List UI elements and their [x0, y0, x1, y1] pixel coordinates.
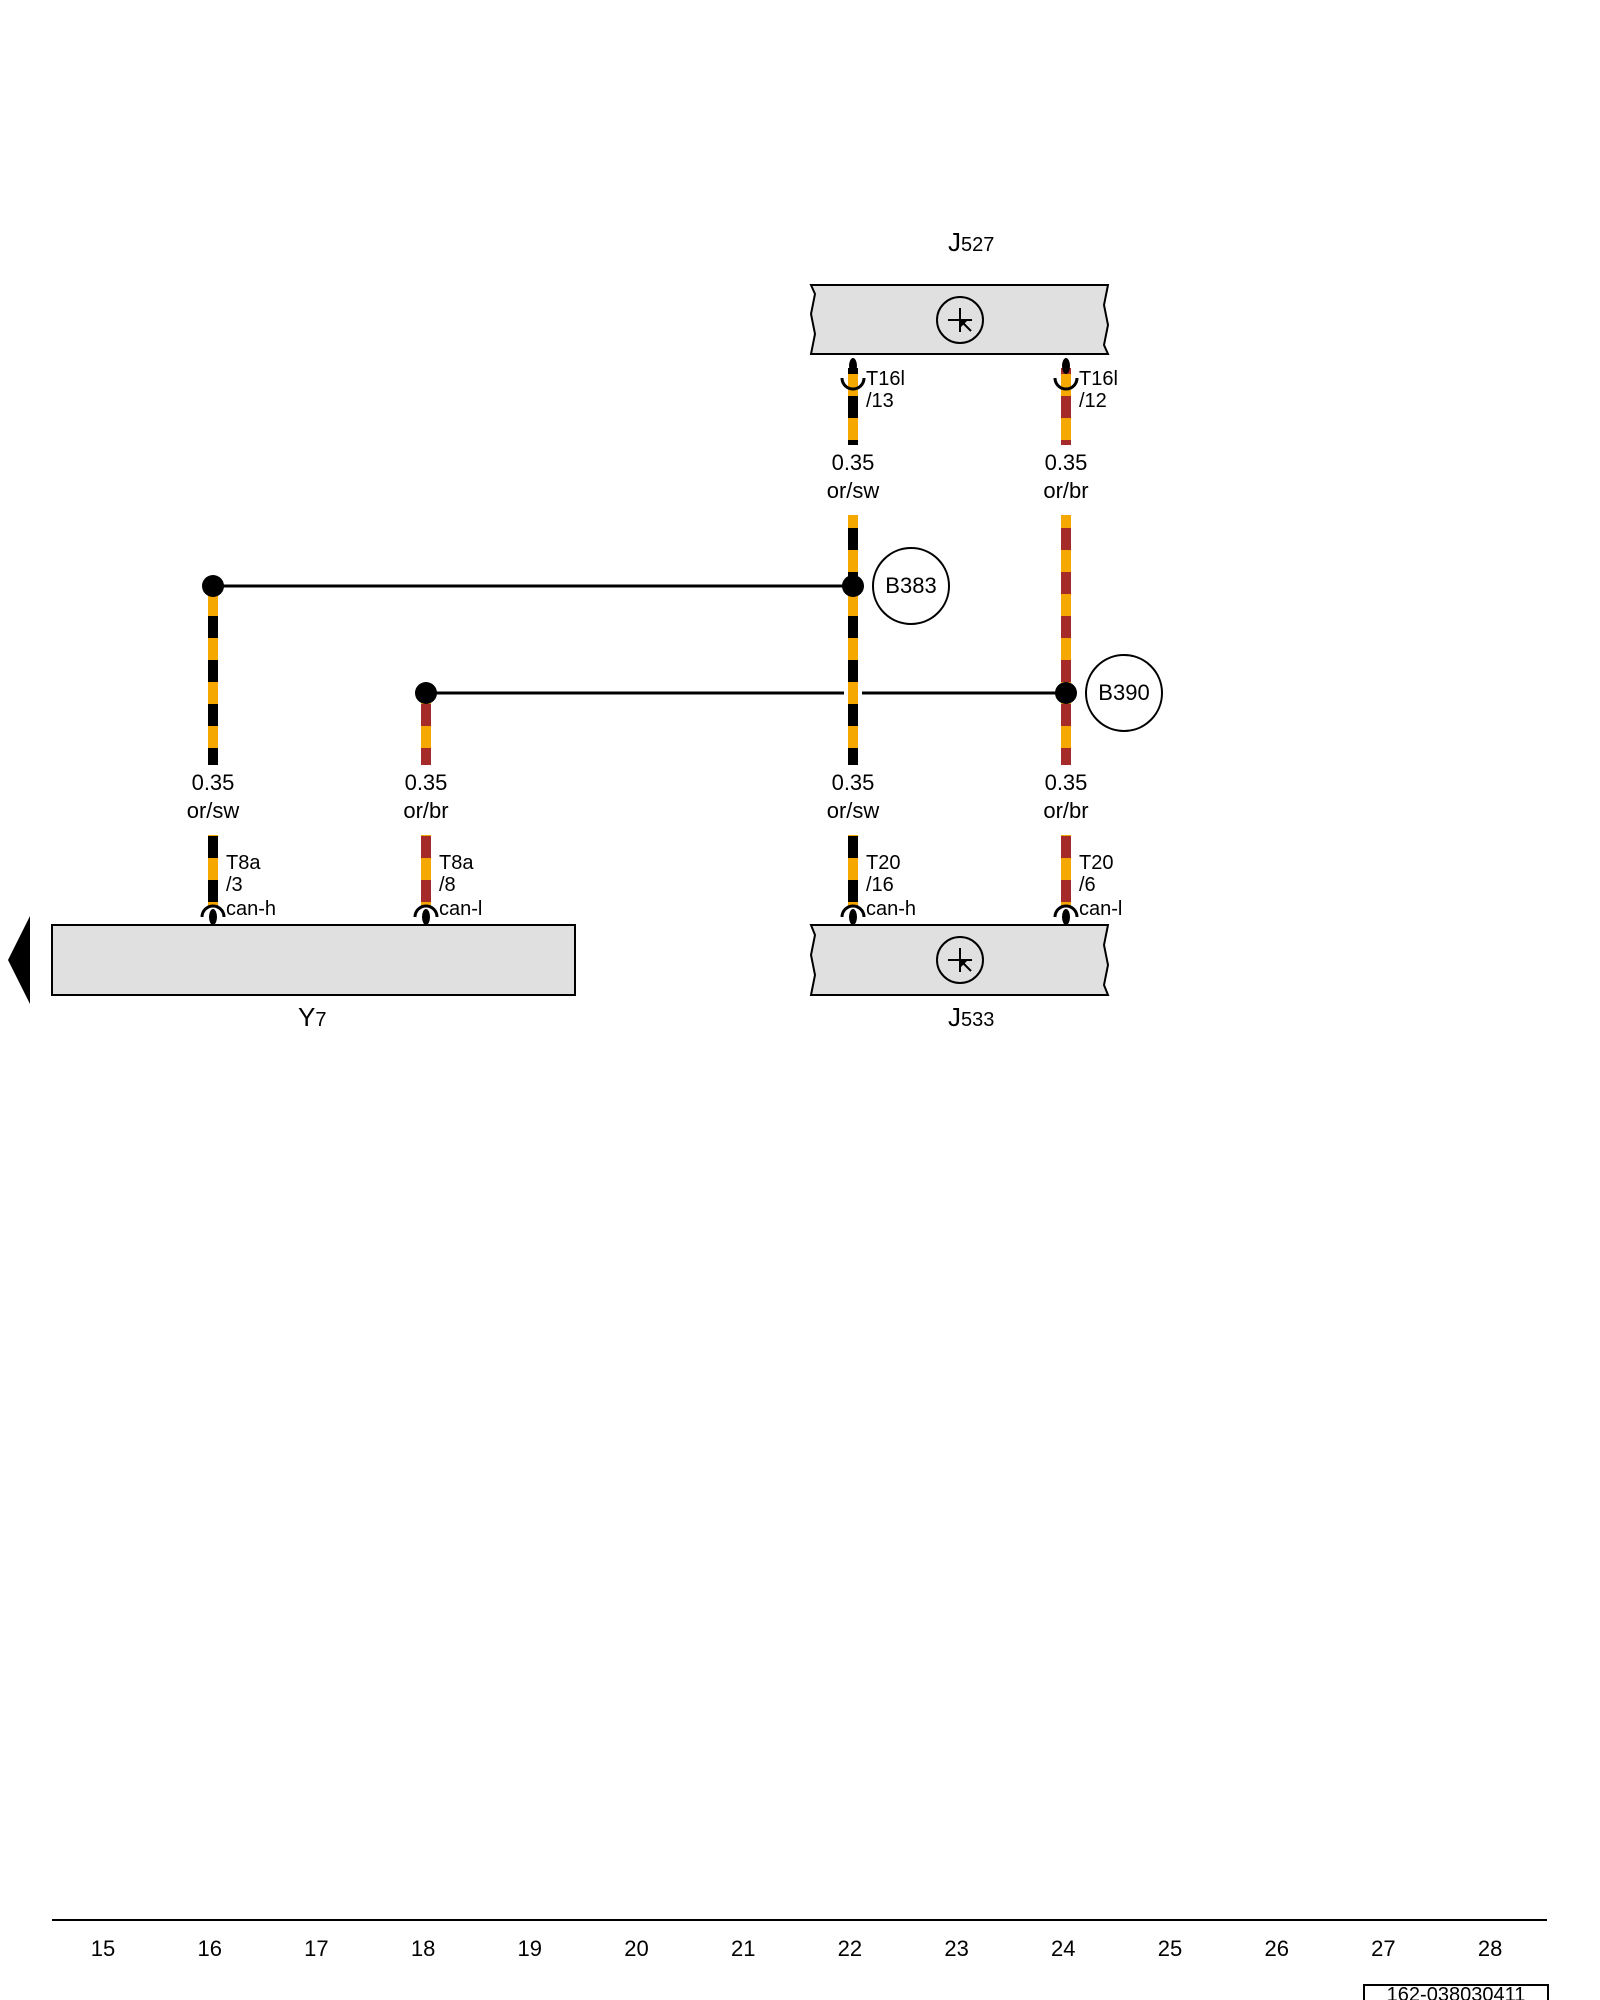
continuation-arrow-icon	[8, 916, 30, 1004]
connector-terminals	[200, 377, 1079, 918]
pin-label-j533-16: T20 /16 can-h	[866, 852, 916, 920]
grid-number: 15	[91, 1936, 115, 1961]
pin-label-j533-6: T20 /6 can-l	[1079, 852, 1122, 920]
connector-terminal-icon	[200, 904, 226, 918]
wire-stub-y7-3	[208, 835, 218, 907]
splice-dot	[842, 575, 864, 597]
grid-number: 25	[1158, 1936, 1182, 1961]
grid-number: 18	[411, 1936, 435, 1961]
wire-label-bottom-1: 0.35 or/sw	[187, 770, 240, 823]
grid-number: 27	[1371, 1936, 1395, 1961]
svg-text:T20: T20	[866, 852, 900, 874]
wire-stub-j533-6	[1061, 835, 1071, 907]
splice-dot	[202, 575, 224, 597]
svg-text:0.35: 0.35	[1045, 770, 1088, 795]
doc-id-box: 162-038030411	[1363, 1984, 1549, 2000]
splice-label: B383	[885, 573, 936, 598]
svg-text:T16l: T16l	[1079, 368, 1118, 390]
control-unit-icon	[936, 936, 984, 984]
connector-terminal-icon	[840, 377, 866, 391]
svg-text:/8: /8	[439, 874, 456, 896]
svg-text:or/sw: or/sw	[187, 798, 240, 823]
component-y7: Y7	[8, 916, 576, 1032]
control-unit-icon	[936, 296, 984, 344]
grid-number: 26	[1264, 1936, 1288, 1961]
wire-label-top-or-sw: 0.35 or/sw	[827, 450, 880, 503]
connector-terminal-icon	[1053, 904, 1079, 918]
wire-stub-j527-13	[848, 368, 858, 445]
component-j533: J533	[809, 924, 1110, 1032]
wire-or-br-main	[1061, 515, 1071, 765]
component-label-j533: J533	[948, 1002, 994, 1032]
svg-text:T16l: T16l	[866, 368, 905, 390]
wire-or-br-left	[421, 693, 431, 765]
connector-terminal-icon	[1053, 377, 1079, 391]
grid-numbers: 15 16 17 18 19 20 21 22 23 24 25 26 27 28	[91, 1936, 1503, 1961]
svg-text:0.35: 0.35	[832, 450, 875, 475]
svg-text:/12: /12	[1079, 390, 1107, 412]
component-label-j527: J527	[948, 227, 994, 257]
splice-b390: B390	[1085, 654, 1163, 732]
svg-text:can-h: can-h	[226, 898, 276, 920]
svg-text:0.35: 0.35	[192, 770, 235, 795]
wire-label-bottom-2: 0.35 or/br	[403, 770, 448, 823]
splice-dot	[415, 682, 437, 704]
grid-number: 19	[518, 1936, 542, 1961]
pin-label-j527-13: T16l /13	[866, 368, 905, 412]
svg-text:0.35: 0.35	[1045, 450, 1088, 475]
svg-text:can-h: can-h	[866, 898, 916, 920]
svg-text:/13: /13	[866, 390, 894, 412]
svg-text:0.35: 0.35	[405, 770, 448, 795]
grid-number: 20	[624, 1936, 648, 1961]
wire-stub-y7-8	[421, 835, 431, 907]
wire-label-top-or-br: 0.35 or/br	[1043, 450, 1088, 503]
wire-label-bottom-4: 0.35 or/br	[1043, 770, 1088, 823]
svg-text:T8a: T8a	[226, 852, 261, 874]
splice-dot	[1055, 682, 1077, 704]
component-label-y7: Y7	[298, 1002, 326, 1032]
wire-stub-j527-12	[1061, 368, 1071, 445]
wire-stub-j533-16	[848, 835, 858, 907]
grid-number: 22	[838, 1936, 862, 1961]
splice-label: B390	[1098, 680, 1149, 705]
svg-text:/16: /16	[866, 874, 894, 896]
svg-text:or/sw: or/sw	[827, 798, 880, 823]
svg-text:0.35: 0.35	[832, 770, 875, 795]
grid-number: 21	[731, 1936, 755, 1961]
wire-label-bottom-3: 0.35 or/sw	[827, 770, 880, 823]
doc-id: 162-038030411	[1387, 1984, 1526, 2000]
connector-terminal-icon	[840, 904, 866, 918]
grid-number: 23	[944, 1936, 968, 1961]
pin-label-y7-3: T8a /3 can-h	[226, 852, 276, 920]
svg-text:or/br: or/br	[1043, 478, 1088, 503]
grid-number: 28	[1478, 1936, 1502, 1961]
connector-terminal-icon	[413, 904, 439, 918]
svg-text:/6: /6	[1079, 874, 1096, 896]
wire-or-sw-left	[208, 586, 218, 765]
svg-text:T8a: T8a	[439, 852, 474, 874]
component-j527: J527	[809, 227, 1110, 355]
svg-text:/3: /3	[226, 874, 243, 896]
svg-text:can-l: can-l	[439, 898, 482, 920]
svg-text:or/br: or/br	[403, 798, 448, 823]
svg-text:T20: T20	[1079, 852, 1113, 874]
svg-text:or/br: or/br	[1043, 798, 1088, 823]
svg-text:or/sw: or/sw	[827, 478, 880, 503]
connector-pins	[209, 358, 1070, 925]
grid-number: 16	[197, 1936, 221, 1961]
pin-label-y7-8: T8a /8 can-l	[439, 852, 482, 920]
svg-text:can-l: can-l	[1079, 898, 1122, 920]
grid-number: 24	[1051, 1936, 1075, 1961]
pin-label-j527-12: T16l /12	[1079, 368, 1118, 412]
wire-or-sw-main	[848, 515, 858, 765]
grid-number: 17	[304, 1936, 328, 1961]
splice-b383: B383	[872, 547, 950, 625]
